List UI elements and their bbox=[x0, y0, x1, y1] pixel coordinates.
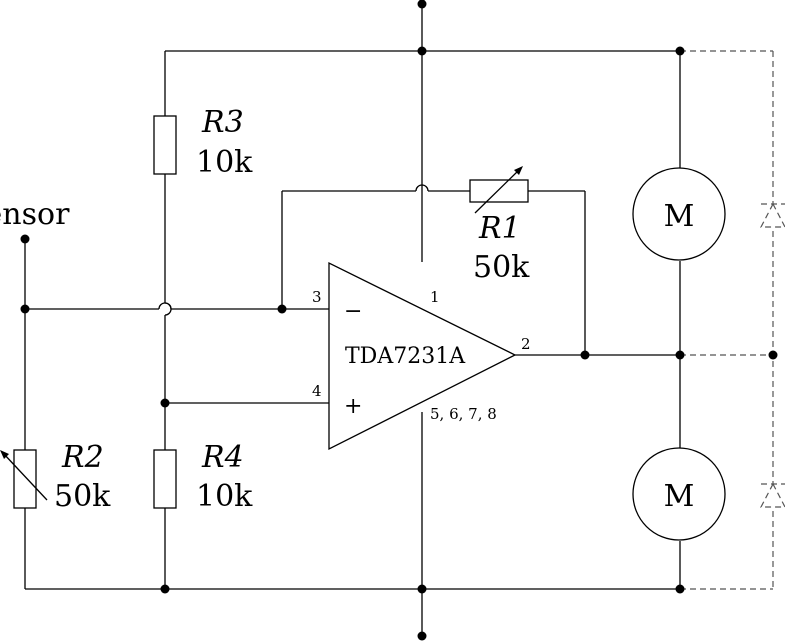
resistor-r2-name: R2 bbox=[61, 440, 104, 475]
arrow-head-icon bbox=[0, 450, 9, 459]
resistor-r3-name: R3 bbox=[201, 105, 244, 140]
resistor-r4-name: R4 bbox=[201, 440, 244, 475]
opamp-plus-sign: + bbox=[344, 394, 362, 419]
opamp-minus-sign: − bbox=[344, 299, 362, 324]
diode-icon bbox=[760, 482, 785, 508]
pin-label-plus: 4 bbox=[312, 382, 322, 400]
resistor-r2-value: 50k bbox=[54, 479, 111, 514]
motor-bottom-label: M bbox=[664, 479, 695, 514]
motor-top: M bbox=[632, 167, 726, 261]
resistor-r1-body bbox=[469, 179, 529, 203]
ground-wires bbox=[24, 412, 680, 636]
pin-label-output: 2 bbox=[521, 335, 531, 353]
resistor-r1: R1 50k bbox=[469, 166, 530, 285]
sensor-label: Sensor bbox=[0, 197, 70, 232]
motor-bottom: M bbox=[632, 447, 726, 541]
pin-label-ground: 5, 6, 7, 8 bbox=[430, 405, 497, 423]
diode-icon bbox=[760, 202, 785, 228]
diode-top bbox=[760, 202, 785, 228]
resistor-r4-value: 10k bbox=[196, 479, 253, 514]
motor-top-label: M bbox=[664, 199, 695, 234]
supply-wires bbox=[164, 4, 680, 589]
pin-label-minus: 3 bbox=[312, 288, 322, 306]
opamp-triangle bbox=[328, 261, 517, 451]
pin-label-supply: 1 bbox=[430, 288, 440, 306]
diode-dashed-wires bbox=[680, 50, 774, 590]
resistor-r3-body bbox=[153, 115, 177, 175]
feedback-wires bbox=[281, 184, 586, 355]
resistor-r1-value: 50k bbox=[473, 250, 530, 285]
opamp-name: TDA7231A bbox=[345, 344, 466, 369]
resistor-r1-name: R1 bbox=[478, 211, 521, 246]
resistor-r3-value: 10k bbox=[196, 145, 253, 180]
sensor-wires bbox=[24, 239, 329, 450]
resistor-r1-adjust-arrow bbox=[474, 169, 520, 214]
resistor-r3: R3 10k bbox=[153, 105, 253, 180]
junction-dots bbox=[20, 0, 778, 641]
diode-bottom bbox=[760, 482, 785, 508]
resistor-r2: R2 50k bbox=[0, 440, 111, 514]
output-wires bbox=[515, 51, 681, 589]
opamp: TDA7231A − + 3 4 1 2 5, 6, 7, 8 bbox=[312, 261, 531, 451]
resistor-r2-body bbox=[13, 449, 37, 509]
arrow-head-icon bbox=[514, 166, 523, 175]
resistor-r2-adjust-arrow bbox=[2, 452, 48, 501]
resistor-r4-body bbox=[153, 449, 177, 509]
resistor-r4: R4 10k bbox=[153, 440, 253, 514]
